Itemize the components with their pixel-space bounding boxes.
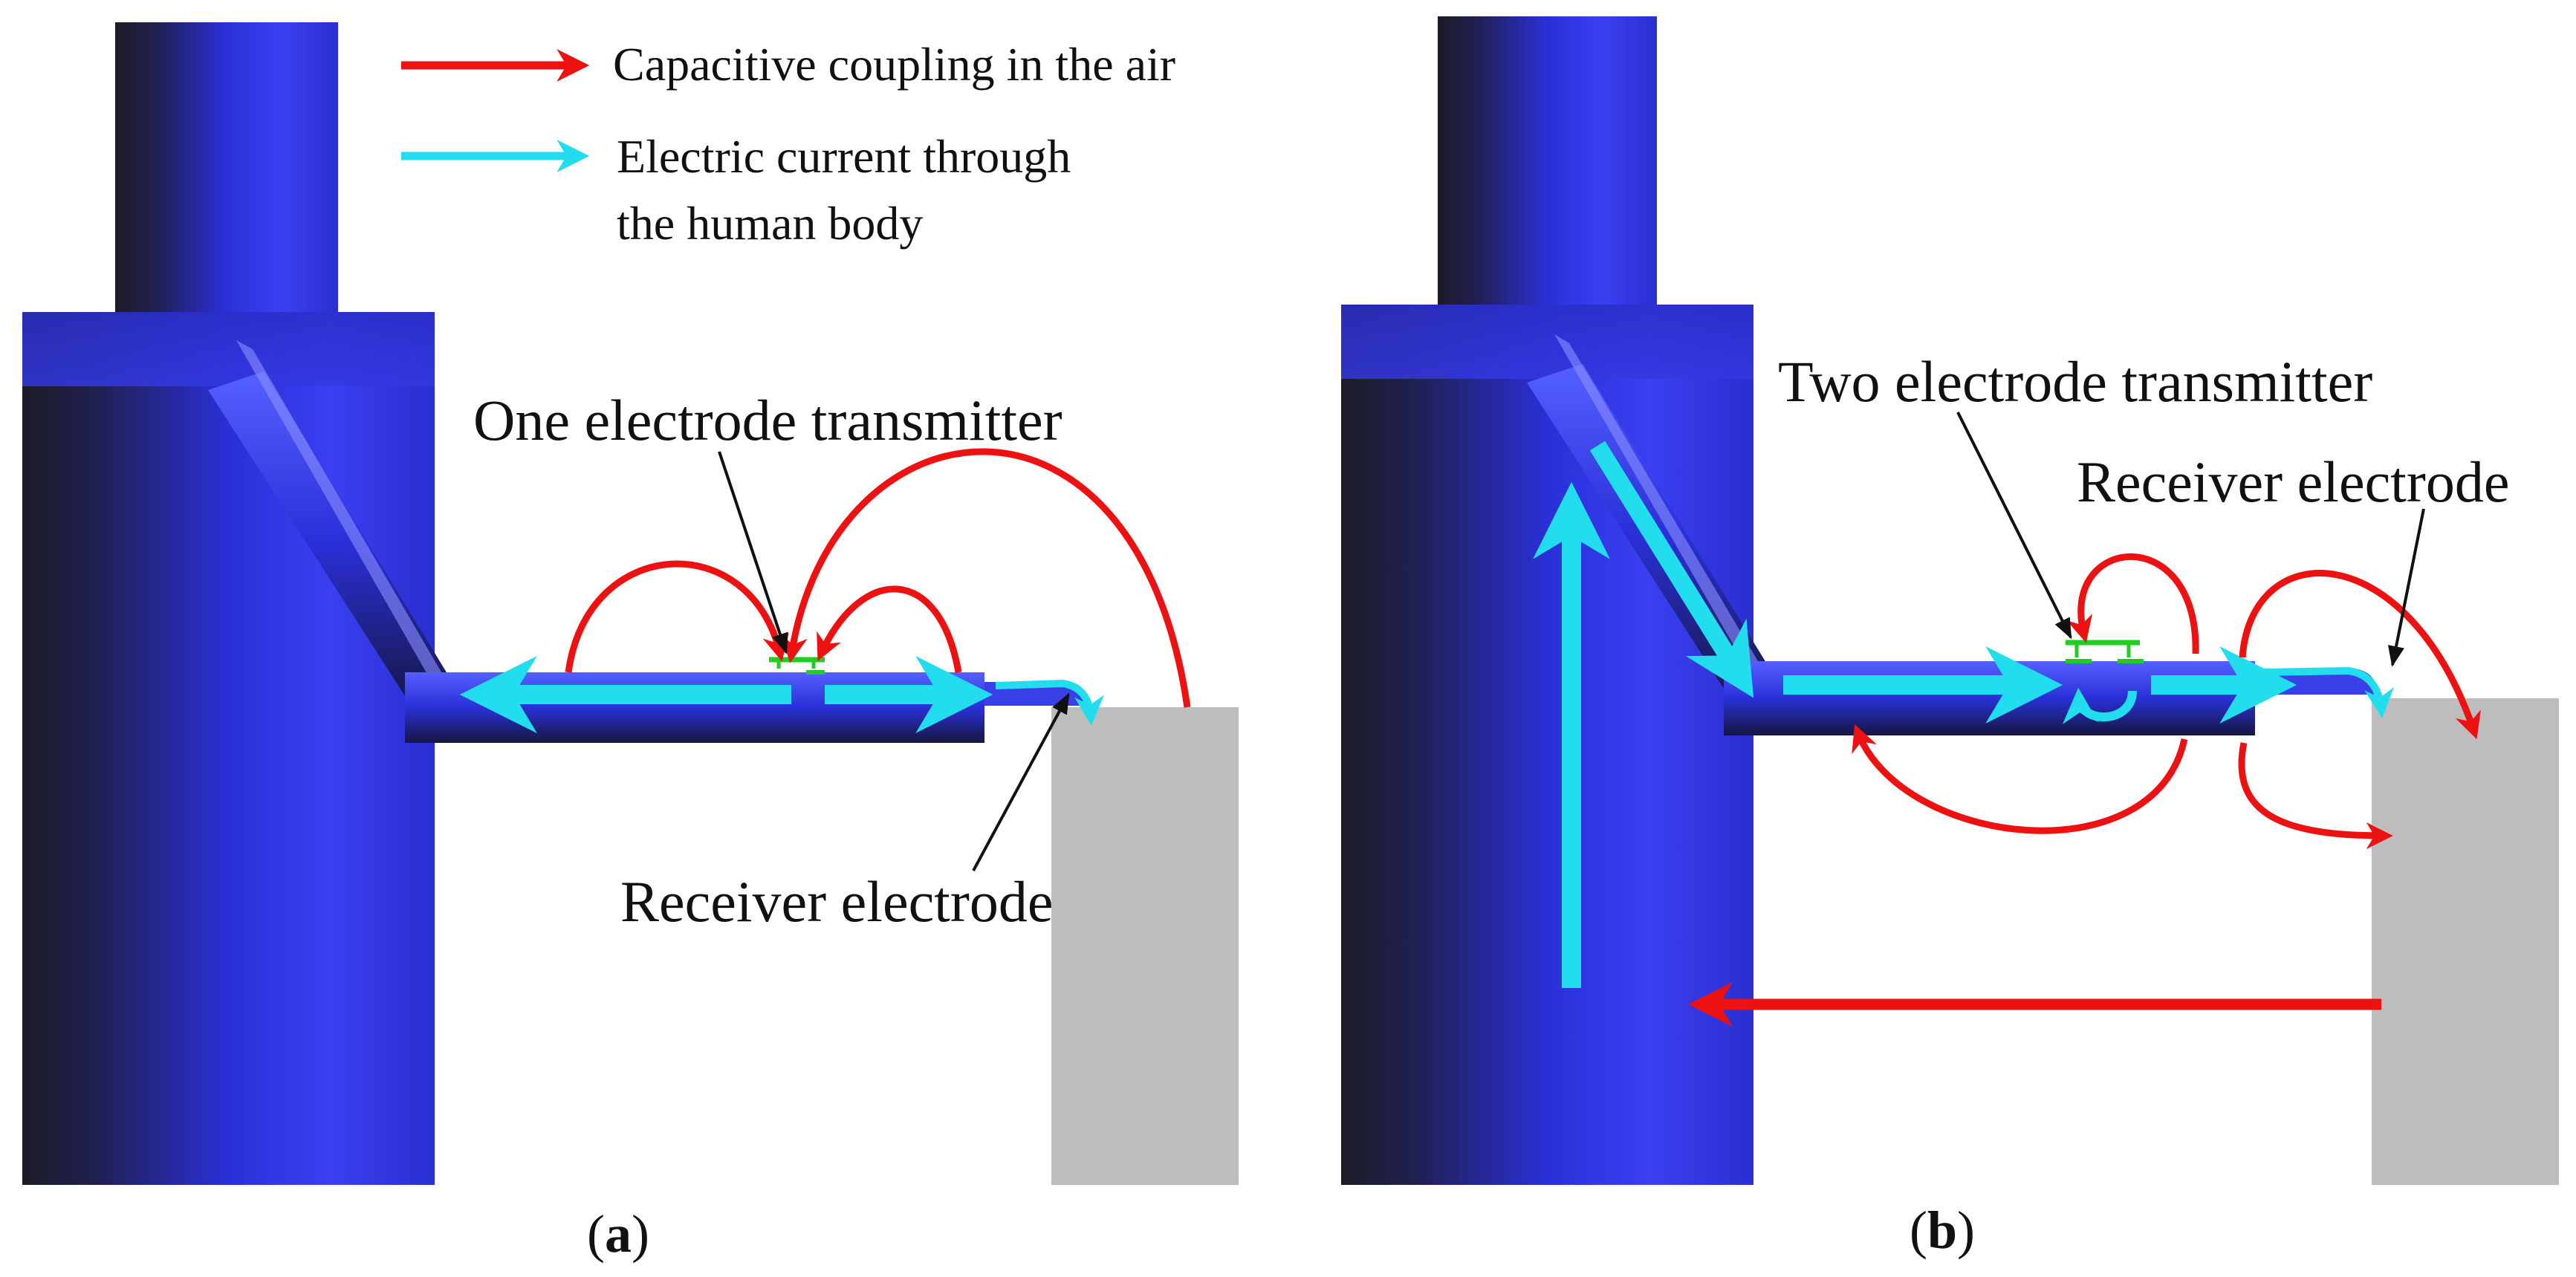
receiver-label-a: Receiver electrode [620, 869, 1053, 934]
transmitter-electrode-b [2066, 640, 2144, 663]
shoulder-band-a [22, 312, 435, 386]
capacitive-arrow-left-a [565, 560, 789, 673]
panel-b: Two electrode transmitter Receiver elect… [1341, 16, 2559, 1260]
ground-object-a [1051, 707, 1239, 1185]
head-a [115, 22, 338, 319]
upper-arm-a [208, 371, 453, 713]
capacitive-arrows-b [1688, 553, 2481, 1027]
caption-b: (b) [1910, 1200, 1975, 1260]
receiver-pointer-b [2387, 508, 2425, 667]
capacitive-arrow-top-loop-b [2066, 553, 2199, 654]
transmitter-label-a: One electrode transmitter [473, 388, 1062, 452]
current-arrow-finger-b [2262, 666, 2394, 718]
current-arrow-finger-a [995, 679, 1104, 726]
legend-cyan-label-line1: Electric current through [617, 130, 1071, 183]
arm-highlight-b [1554, 334, 1765, 680]
forearm-a [405, 672, 984, 743]
current-arrows-b [1533, 441, 2394, 988]
forearm-b [1724, 661, 2255, 735]
transmitter-pointer-b [1956, 412, 2072, 640]
capacitive-arrow-under-b [1852, 724, 2188, 834]
capacitive-arrow-to-ground-top-b [2239, 570, 2481, 740]
legend: Capacitive coupling in the air Electric … [401, 38, 1175, 250]
legend-cyan-label-line2: the human body [617, 197, 923, 250]
caption-a: (a) [587, 1204, 649, 1264]
torso-b [1341, 305, 1753, 1185]
head-b [1438, 16, 1657, 313]
capacitive-arrow-ground-a [781, 448, 1191, 708]
ground-object-b [2372, 698, 2559, 1185]
capacitive-arrow-right-a [817, 585, 962, 673]
transmitter-pointer-a [718, 451, 788, 654]
transmitter-label-b: Two electrode transmitter [1778, 349, 2372, 414]
capacitive-arrow-to-ground-mid-b [2238, 742, 2393, 849]
panel-a: One electrode transmitter Receiver elect… [22, 22, 1239, 1264]
legend-red-label: Capacitive coupling in the air [613, 38, 1175, 91]
current-arrow-arm-down-b [1589, 441, 1754, 698]
capacitive-arrows-a [565, 448, 1191, 708]
receiver-label-b: Receiver electrode [2077, 449, 2509, 514]
current-arrow-loop-b [2063, 687, 2137, 724]
torso-a [22, 312, 435, 1185]
arm-highlight-a [236, 340, 446, 687]
receiver-pointer-a [972, 692, 1070, 871]
transmitter-electrode-a [769, 657, 825, 675]
shoulder-band-b [1341, 305, 1753, 379]
current-arrows-a [459, 656, 1104, 733]
